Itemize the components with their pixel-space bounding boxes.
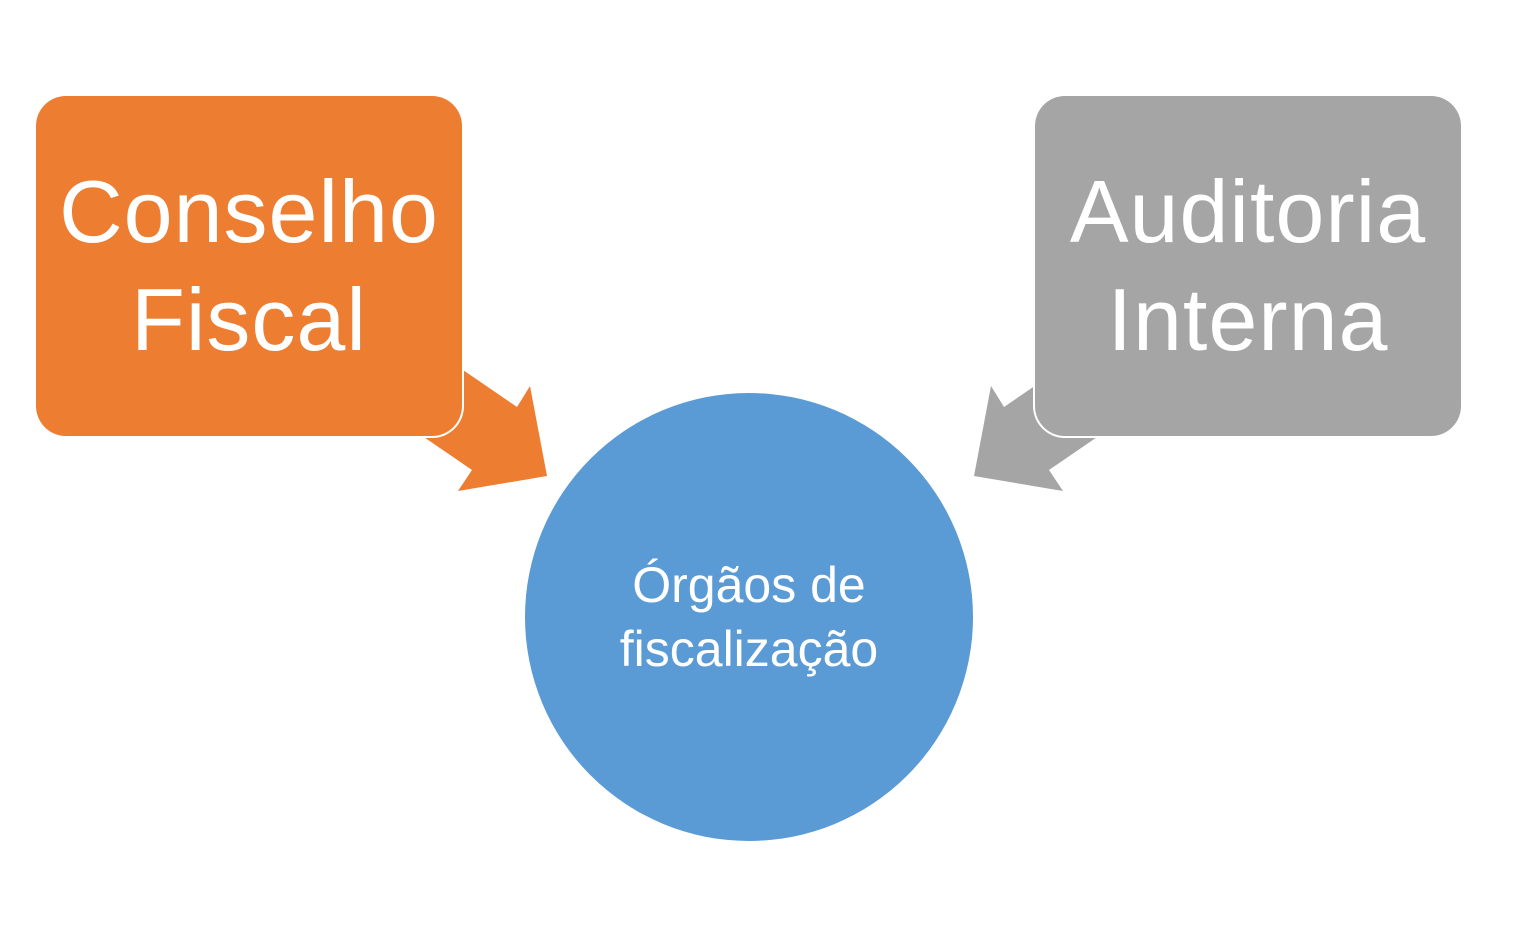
node-conselho-fiscal: Conselho Fiscal <box>36 96 462 436</box>
node-label-line: Órgãos de <box>632 557 866 613</box>
node-label-line: Auditoria <box>1069 162 1427 261</box>
node-label-line: Interna <box>1107 270 1389 369</box>
node-auditoria-interna: Auditoria Interna <box>1035 96 1461 436</box>
node-label-line: fiscalização <box>619 621 879 677</box>
node-orgaos-de-fiscalizacao: Órgãos de fiscalização <box>525 393 973 841</box>
node-label-line: Fiscal <box>131 270 367 369</box>
node-label-line: Conselho <box>59 162 439 261</box>
